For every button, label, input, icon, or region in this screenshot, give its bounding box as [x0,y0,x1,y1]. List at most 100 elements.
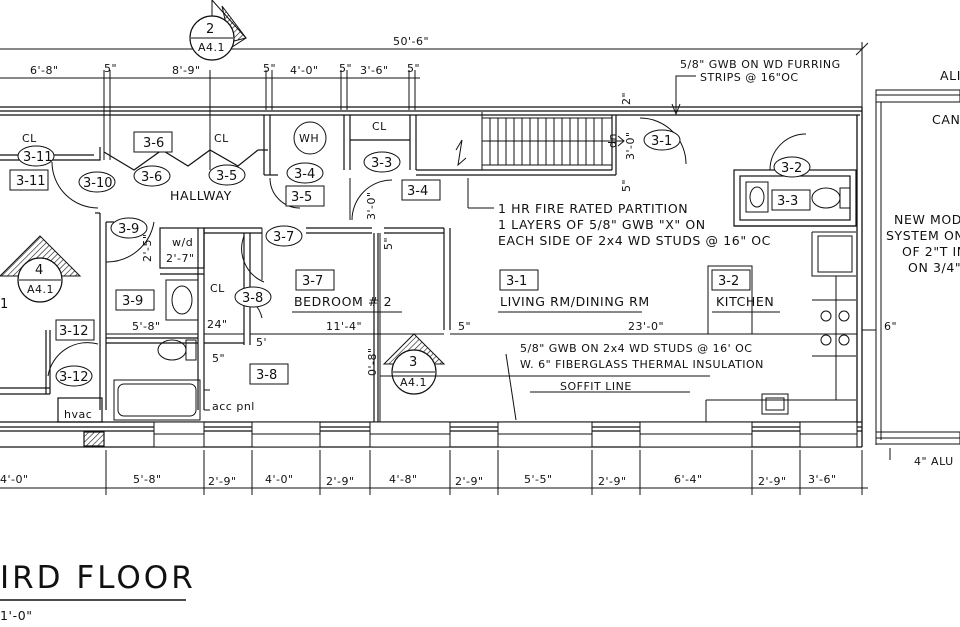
tag-3-2a: 3-2 [781,161,802,176]
door-tags [9,129,811,387]
dim-2-5: 2'-5" [141,233,154,262]
note-alu: 4" ALU [914,455,954,468]
room-cl-4: CL [210,282,225,295]
dim-5e: 5" [458,320,471,333]
section-marker-4: 4 A4.1 [0,235,82,303]
tag-3-7b: 3-7 [302,274,323,289]
gwb-bottom-leader [505,353,517,421]
note-right-1: NEW MODI [894,212,960,227]
dim-bottom-2: 2'-9" [208,475,237,488]
dim-bottom-6: 2'-9" [455,475,484,488]
tag-3-9a: 3-9 [118,222,139,237]
tag-3-6a: 3-6 [143,136,164,151]
tag-3-12b: 3-12 [59,370,89,385]
tag-3-1b: 3-1 [506,274,527,289]
note-partition-1: 1 HR FIRE RATED PARTITION [498,201,688,216]
tag-3-3: 3-3 [371,156,392,171]
dim-bottom-0: 4'-0" [0,473,29,486]
fixtures [113,121,856,422]
section-marker-2: 2 A4.1 [189,0,247,61]
tag-1: 1 [0,297,8,312]
tag-3-4b: 3-4 [407,184,428,199]
note-gwb-top-leader [675,75,696,112]
room-cl-3: CL [372,120,387,133]
dim-3-0b: 3'-0" [365,191,378,220]
tag-3-5b: 3-5 [291,190,312,205]
drawing-title: IRD FLOOR [0,560,196,596]
stair-dn: dn [606,133,619,148]
dim-bottom-9: 6'-4" [674,473,703,486]
dim-5-8: 5'-8" [132,320,161,333]
note-partition-2: 1 LAYERS OF 5/8" GWB "X" ON [498,217,706,232]
dim-3-0: 3'-0" [624,131,637,160]
section-3-ref: A4.1 [400,376,427,389]
note-soffit: SOFFIT LINE [560,380,632,393]
note-ali: ALI [940,68,960,83]
section-4-ref: A4.1 [27,283,54,296]
note-right-4: ON 3/4" [908,260,960,275]
tag-3-10: 3-10 [83,176,113,191]
dim-5a: 5" [620,179,633,192]
note-gwb-top-2: STRIPS @ 16"OC [700,71,799,84]
tag-3-5a: 3-5 [216,169,237,184]
dim-top-7: 5" [407,62,420,75]
overall-dimension-line [0,42,869,108]
dim-bottom-8: 2'-9" [598,475,627,488]
tag-3-8b: 3-8 [256,368,277,383]
dim-23-0: 23'-0" [628,320,664,333]
dim-2a: 2" [620,92,633,105]
drawing-scale: 1'-0" [0,608,33,623]
section-4-number: 4 [35,263,43,278]
bottom-dimension-line [0,450,868,495]
note-partition-3: EACH SIDE OF 2x4 WD STUDS @ 16" OC [498,233,771,248]
dim-top-2: 8'-9" [172,64,201,77]
acc-pnl: acc pnl [212,400,255,413]
room-cl-2: CL [214,132,229,145]
interior-dimension-lines [106,233,857,422]
note-right-2: SYSTEM ON [886,228,960,243]
note-gwb-bottom-2: W. 6" FIBERGLASS THERMAL INSULATION [520,358,764,371]
dim-overall: 50'-6" [393,35,429,48]
dim-0-8: 0'-8" [366,347,379,376]
tag-3-11a: 3-11 [23,150,53,165]
tag-3-6b: 3-6 [141,170,162,185]
dim-top-1: 5" [104,62,117,75]
dim-top-5: 5" [339,62,352,75]
tag-3-12a: 3-12 [59,324,89,339]
dim-bottom-10: 2'-9" [758,475,787,488]
dim-top-3: 5" [263,62,276,75]
tag-3-4a: 3-4 [294,167,315,182]
tag-3-7a: 3-7 [273,230,294,245]
note-right-3: OF 2"T IN [902,244,960,259]
window-openings [153,421,858,448]
note-can: CAN [932,112,960,127]
stair [455,117,625,167]
section-3-number: 3 [409,355,417,370]
wd-label: w/d [172,236,193,249]
tag-3-3b: 3-3 [777,194,798,209]
dim-5b: 5" [382,237,395,250]
right-exterior-system [862,89,960,460]
note-gwb-bottom-1: 5/8" GWB ON 2x4 WD STUDS @ 16' OC [520,342,753,355]
tag-3-9b: 3-9 [122,294,143,309]
note-gwb-top-arrow [671,103,681,116]
dim-top-6: 3'-6" [360,64,389,77]
wd-dim: 2'-7" [166,252,195,265]
dim-bottom-5: 4'-8" [389,473,418,486]
section-marker-3: 3 A4.1 [382,333,446,395]
room-living: LIVING RM/DINING RM [500,294,650,309]
dim-bottom-11: 3'-6" [808,473,837,486]
dim-5d: 5" [212,352,225,365]
tag-3-11b: 3-11 [16,174,46,189]
room-kitchen: KITCHEN [716,294,774,309]
note-gwb-top-1: 5/8" GWB ON WD FURRING [680,58,841,71]
section-2-ref: A4.1 [198,41,225,54]
dim-bottom-7: 5'-5" [524,473,553,486]
room-bedroom: BEDROOM # 2 [294,294,392,309]
dim-bottom-1: 5'-8" [133,473,162,486]
tag-3-2b: 3-2 [718,274,739,289]
dim-top-0: 6'-8" [30,64,59,77]
dim-top-4: 4'-0" [290,64,319,77]
dim-6: 6" [884,320,897,333]
